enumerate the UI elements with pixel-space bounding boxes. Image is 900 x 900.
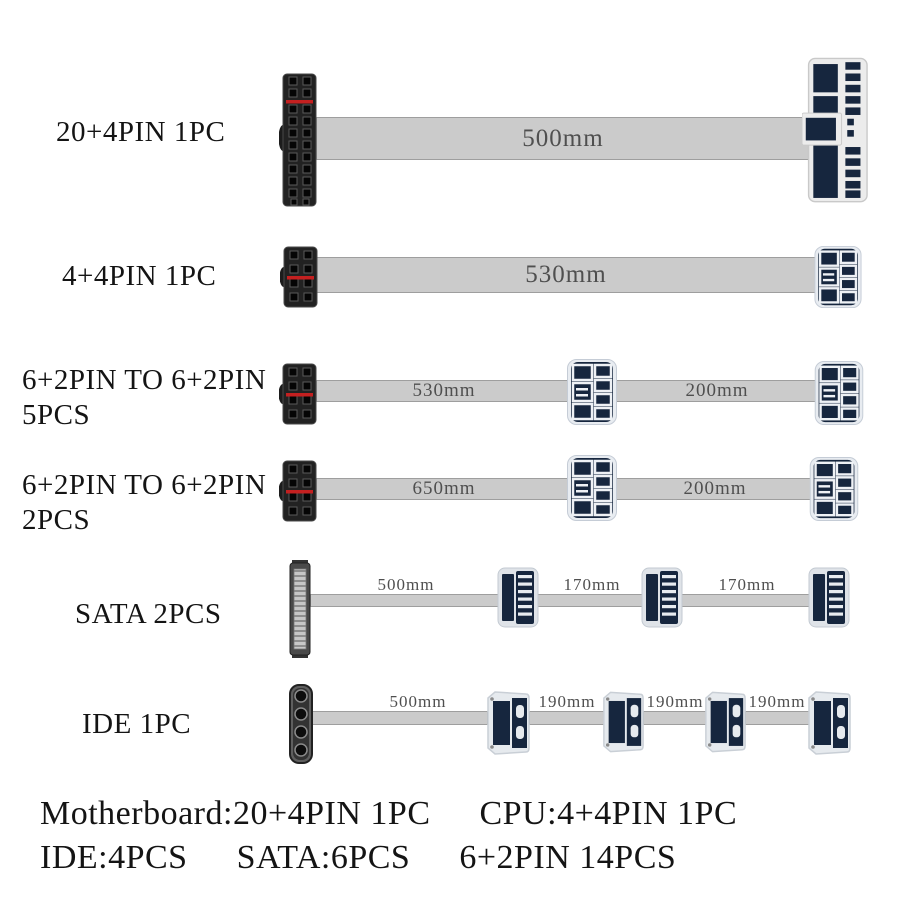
row-label-4-4pin: 4+4PIN 1PC [62,260,217,292]
summary-sata: SATA:6PCS [236,839,411,876]
cpu-4-4pin-connector-icon [280,246,320,308]
eps-8pin-connector-icon [812,245,864,309]
pcie-6-2pin-connector-icon [566,454,618,522]
sata-power-connector-icon [641,567,683,628]
length-label: 200mm [683,478,747,499]
length-label: 650mm [412,478,476,499]
length-label: 500mm [389,692,447,711]
atx-20-4pin-connector-icon [279,72,319,208]
length-label: 530mm [412,380,476,401]
length-label: 530mm [525,261,607,288]
row-sublabel-6-2pin-b: 2PCS [22,504,91,536]
row-label-ide: IDE 1PC [82,708,192,740]
cable-segment: 500mm [316,117,810,160]
length-label: 170mm [718,575,776,594]
pcie-6-2pin-connector-icon [813,360,865,426]
length-label: 500mm [377,575,435,594]
row-label-6-2pin-b: 6+2PIN TO 6+2PIN [22,469,267,501]
cable-segment [529,711,605,725]
length-label: 170mm [563,575,621,594]
cable-segment: 200mm [616,380,818,402]
molex-ide-connector-icon [703,688,747,756]
length-label: 190mm [538,692,596,711]
length-label: 200mm [685,380,749,401]
sata-power-connector-icon [497,567,539,628]
summary-line-2: IDE:4PCS SATA:6PCS 6+2PIN 14PCS [40,839,676,877]
molex-ide-connector-icon [485,688,531,758]
cable-segment: 650mm [316,478,572,500]
cable-segment [310,594,502,607]
sata-power-connector-icon [808,567,850,628]
cable-segment: 530mm [316,257,816,293]
cable-segment: 200mm [616,478,814,500]
summary-motherboard: Motherboard:20+4PIN 1PC [40,795,431,832]
sata-end-connector-icon [286,560,314,658]
row-label-6-2pin-a: 6+2PIN TO 6+2PIN [22,364,267,396]
cable-segment [643,711,707,725]
row-sublabel-6-2pin-a: 5PCS [22,399,91,431]
cable-segment [537,594,647,607]
cable-segment [745,711,811,725]
molex-ide-connector-icon [806,688,852,758]
pcie-6-2pin-connector-icon [566,358,618,426]
length-label: 190mm [748,692,806,711]
cable-segment [312,711,488,725]
summary-6-2pin: 6+2PIN 14PCS [459,839,677,876]
pcie-6-2pin-connector-icon [279,363,319,425]
summary-cpu: CPU:4+4PIN 1PC [479,795,738,832]
pcie-6-2pin-connector-icon [808,456,860,522]
row-label-sata: SATA 2PCS [75,598,222,630]
molex-ide-connector-icon [601,688,645,756]
pcie-6-2pin-connector-icon [279,460,319,522]
length-label: 500mm [522,124,604,152]
motherboard-24pin-connector-icon [802,52,868,210]
cable-segment: 530mm [316,380,572,402]
cable-segment [681,594,813,607]
molex-end-connector-icon [286,683,316,765]
summary-line-1: Motherboard:20+4PIN 1PC CPU:4+4PIN 1PC [40,795,737,833]
summary-ide: IDE:4PCS [40,839,188,876]
length-label: 190mm [646,692,704,711]
row-label-20-4pin: 20+4PIN 1PC [56,116,226,148]
